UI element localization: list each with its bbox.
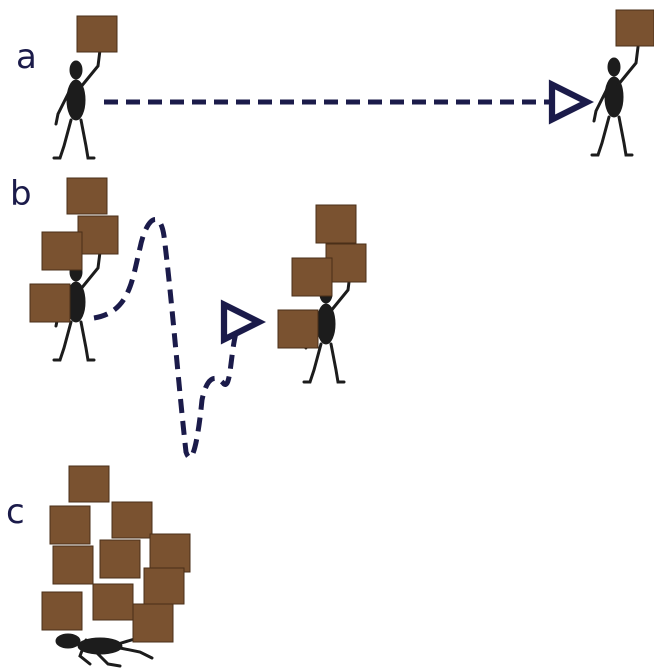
box-icon <box>149 533 191 573</box>
box-icon <box>52 545 94 585</box>
stick-figure-icon <box>590 45 640 157</box>
box-icon <box>41 591 83 631</box>
box-icon <box>99 539 141 579</box>
box-icon <box>132 603 174 643</box>
panel-b-label: b <box>10 174 32 214</box>
panel-c: c <box>6 465 191 668</box>
box-icon <box>29 283 71 323</box>
panel-b: b <box>10 174 367 460</box>
box-icon <box>277 309 319 349</box>
box-icon <box>66 177 108 215</box>
box-icon <box>49 505 91 545</box>
box-icon <box>111 501 153 539</box>
box-icon <box>92 583 134 621</box>
box-icon <box>76 15 118 53</box>
box-icon <box>68 465 110 503</box>
box-icon <box>77 215 119 255</box>
box-icon <box>325 243 367 283</box>
box-icon <box>291 257 333 297</box>
panel-c-label: c <box>6 492 25 532</box>
stick-figure-icon <box>52 48 102 160</box>
box-icon <box>41 231 83 271</box>
panel-a-label: a <box>16 37 37 77</box>
dashed-arrow-icon <box>93 217 266 460</box>
box-icon <box>615 9 654 47</box>
box-icon <box>315 204 357 244</box>
box-icon <box>143 567 185 605</box>
panel-a: a <box>16 9 654 160</box>
